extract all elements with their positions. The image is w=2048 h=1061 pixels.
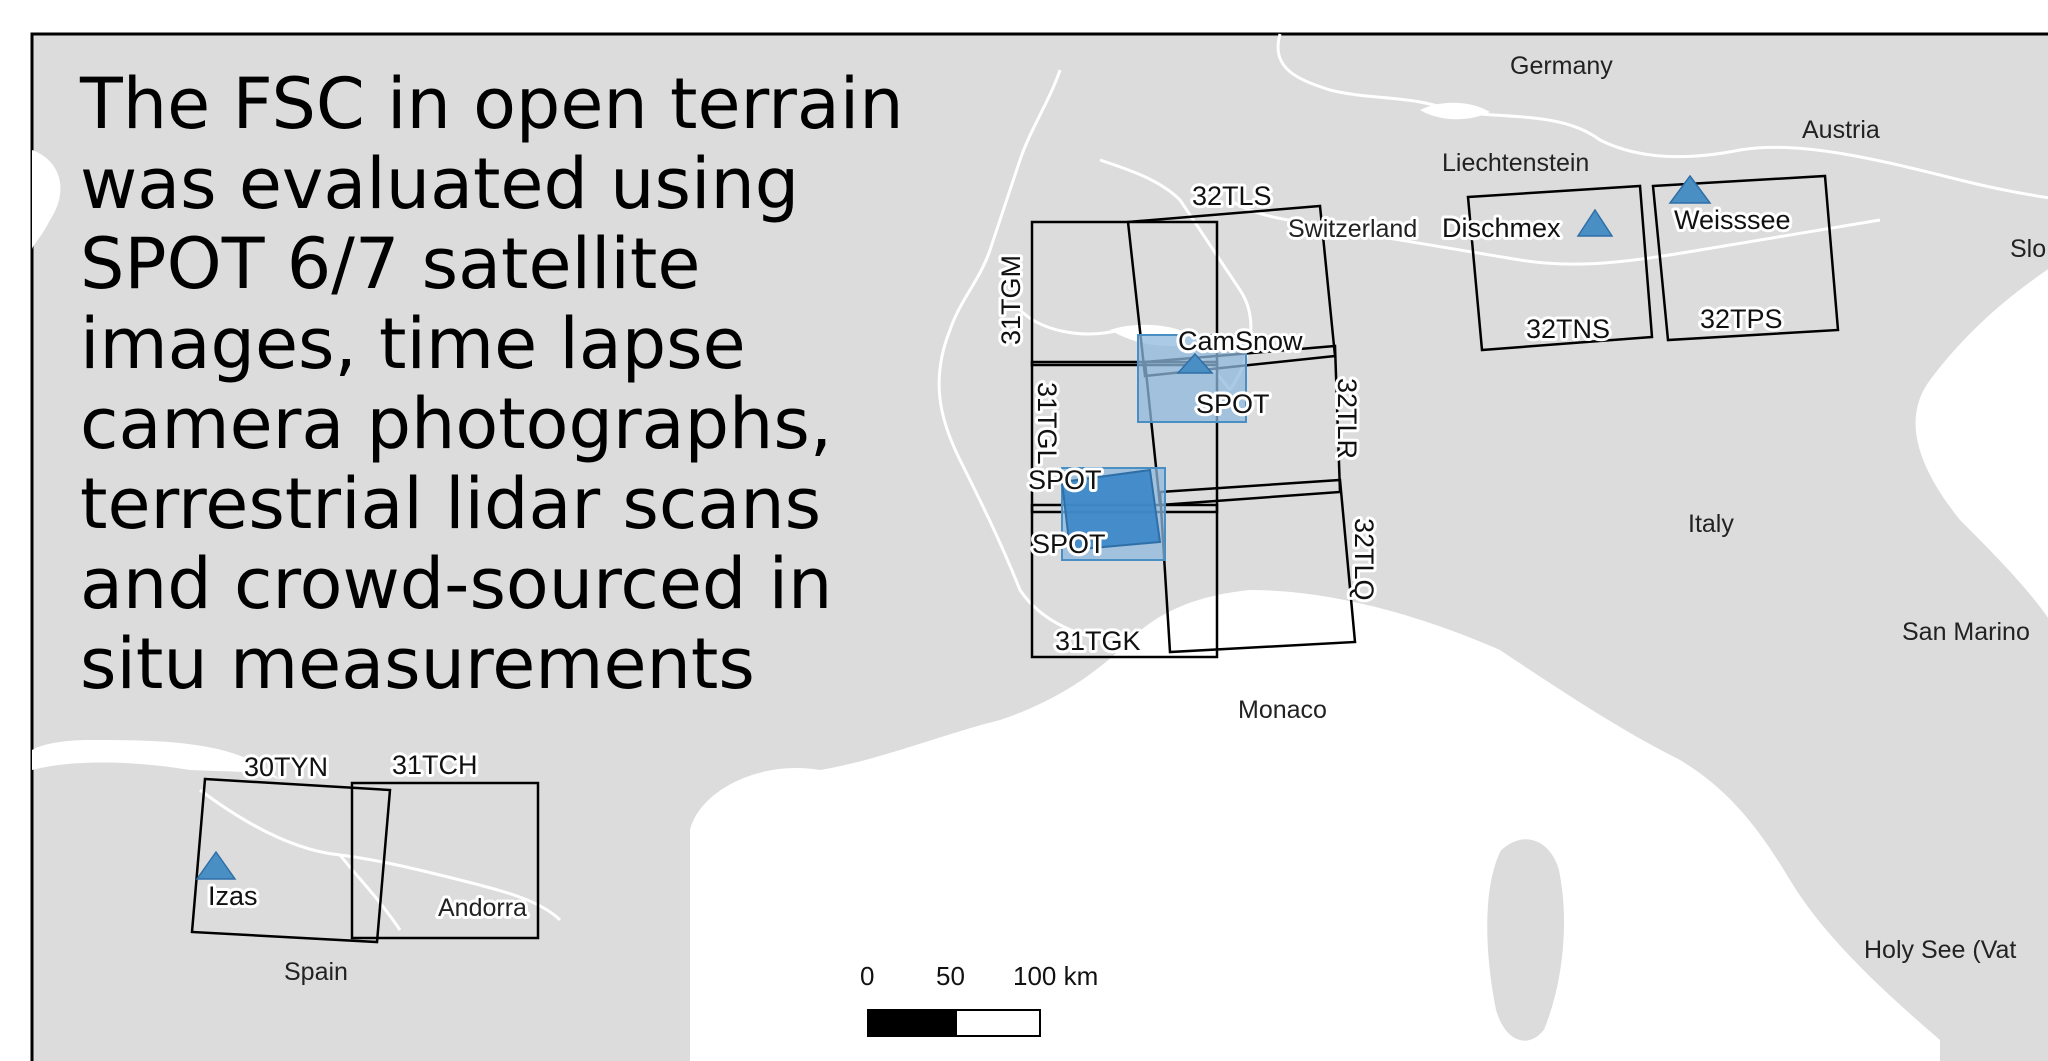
label-site-weisssee: Weisssee <box>1674 205 1791 235</box>
label-tile-32TLR: 32TLR <box>1332 378 1362 459</box>
label-tile-32TPS: 32TPS <box>1700 304 1783 334</box>
label-spot-camsnow: SPOT <box>1196 389 1270 419</box>
country-borders <box>199 33 2048 931</box>
label-spain: Spain <box>284 958 348 986</box>
lake-constance <box>1420 102 1490 120</box>
dischmex-marker-icon <box>1576 208 1614 237</box>
tile-30TYN-outline <box>190 777 392 944</box>
headline-line-4: images, time lapse <box>80 303 746 385</box>
label-italy: Italy <box>1688 510 1734 538</box>
headline-line-2: was evaluated using <box>80 143 800 225</box>
mediterranean-sea <box>690 590 1940 1061</box>
label-austria: Austria <box>1802 116 1880 144</box>
tile-32TLQ-outline <box>1158 478 1357 654</box>
label-tile-31TGM: 31TGM <box>996 255 1026 345</box>
headline-text: The FSC in open terrain was evaluated us… <box>80 64 920 704</box>
scale-bar-black-segment <box>867 1009 957 1037</box>
tile-31TCH-outline <box>350 781 540 940</box>
corsica-island <box>1485 837 1566 1043</box>
label-tile-32TLQ: 32TLQ <box>1349 518 1379 601</box>
sentinel-tiles-pyrenees <box>190 777 540 944</box>
label-tile-32TNS: 32TNS <box>1526 314 1610 344</box>
label-monaco: Monaco <box>1238 696 1327 724</box>
headline-line-3: SPOT 6/7 satellite <box>80 223 701 305</box>
label-tile-31TGK: 31TGK <box>1055 626 1141 656</box>
label-site-izas: Izas <box>208 881 258 911</box>
label-tile-31TGL: 31TGL <box>1032 382 1062 465</box>
label-tile-32TLS: 32TLS <box>1192 181 1272 211</box>
adriatic-sea <box>1915 269 2048 618</box>
headline-line-8: situ measurements <box>80 623 755 705</box>
scale-bar: 0 50 100 km <box>860 961 1098 1037</box>
label-tile-30TYN: 30TYN <box>244 752 328 782</box>
label-germany: Germany <box>1510 52 1613 80</box>
weisssee-marker-icon <box>1668 174 1712 204</box>
label-andorra: Andorra <box>438 894 527 922</box>
scale-tick-50: 50 <box>936 961 965 991</box>
site-markers <box>195 174 1712 880</box>
headline-line-6: terrestrial lidar scans <box>80 463 822 545</box>
label-switzerland: Switzerland <box>1288 215 1417 243</box>
spot-footprint-south-dark <box>1060 468 1162 552</box>
label-holy-see: Holy See (Vat <box>1864 936 2016 964</box>
izas-marker-icon <box>195 850 237 880</box>
label-slovenia: Slo <box>2010 235 2046 263</box>
tile-32TNS-outline <box>1466 184 1654 352</box>
label-site-dischmex: Dischmex <box>1442 213 1561 243</box>
scale-bar-white-segment <box>955 1009 1041 1037</box>
label-site-camsnow: CamSnow <box>1178 326 1303 356</box>
label-tile-31TCH: 31TCH <box>392 750 478 780</box>
atlantic-coast <box>32 150 61 250</box>
bay-of-biscay <box>32 740 280 780</box>
tile-32TPS-outline <box>1651 174 1840 342</box>
label-liechtenstein: Liechtenstein <box>1442 149 1589 177</box>
headline-line-5: camera photographs, <box>80 383 833 465</box>
label-spot-south: SPOT <box>1032 529 1106 559</box>
label-san-marino: San Marino <box>1902 618 2030 646</box>
camsnow-marker-icon <box>1176 352 1214 374</box>
spot-footprint-camsnow <box>1137 334 1247 423</box>
headline-line-1: The FSC in open terrain <box>80 63 904 145</box>
tile-31TGM-outline <box>1030 220 1219 367</box>
headline-line-7: and crowd-sourced in <box>80 543 833 625</box>
scale-tick-0: 0 <box>860 961 874 991</box>
scale-tick-100: 100 km <box>1013 961 1098 991</box>
label-spot-north: SPOT <box>1028 465 1102 495</box>
